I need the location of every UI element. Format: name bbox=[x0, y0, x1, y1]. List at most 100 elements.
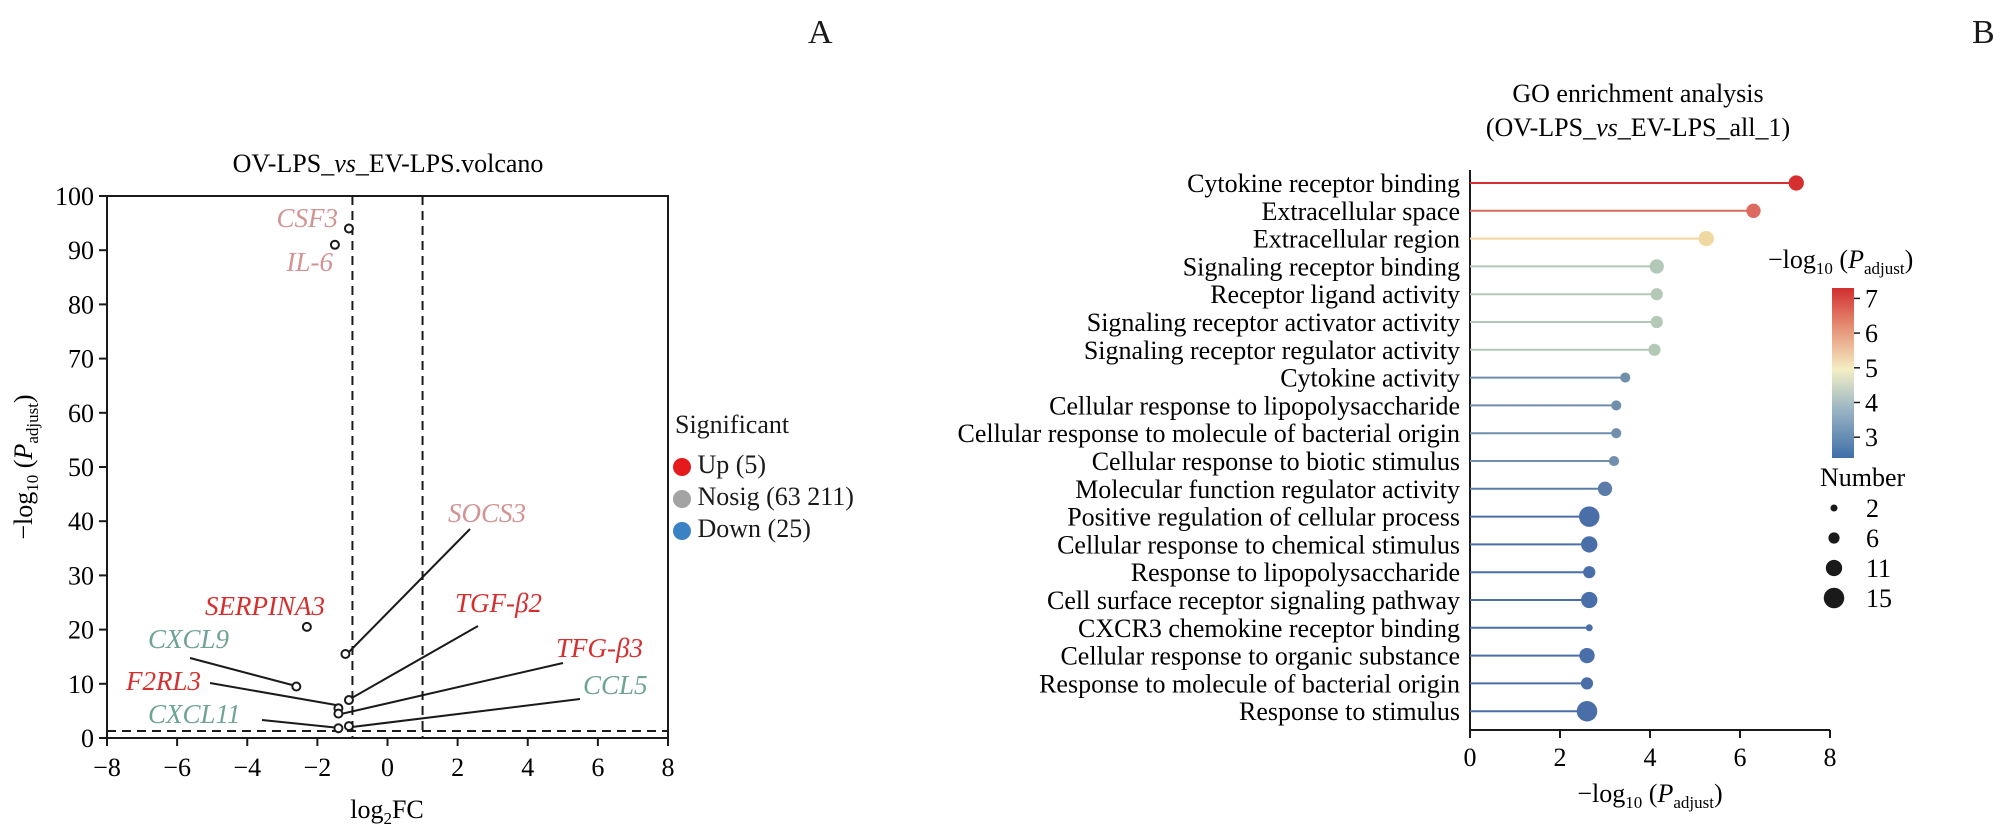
legend-label-nosig: Nosig (63 211) bbox=[697, 482, 854, 511]
gene-point bbox=[329, 239, 340, 250]
gene-point bbox=[291, 681, 302, 692]
panel-label-a: A bbox=[808, 14, 833, 51]
go-dot bbox=[1620, 372, 1631, 383]
go-dot bbox=[1583, 566, 1596, 579]
gene-label: CSF3 bbox=[276, 203, 338, 233]
go-dot bbox=[1597, 481, 1613, 496]
volcano-y-axis-label: −log10 (Padjust) bbox=[9, 394, 42, 539]
legend-label-up: Up (5) bbox=[697, 450, 767, 479]
gene-label-leader bbox=[346, 528, 471, 655]
y-tick-label: 90 bbox=[68, 236, 94, 265]
go-term-label: Extracellular space bbox=[1262, 197, 1461, 226]
go-dot bbox=[1580, 677, 1594, 690]
x-tick-label: −2 bbox=[304, 753, 332, 782]
volcano-x-axis-label: log2FC bbox=[350, 795, 424, 828]
x-tick-label: 8 bbox=[662, 753, 675, 782]
gene-label: F2RL3 bbox=[125, 666, 201, 696]
go-term-label: Signaling receptor activator activity bbox=[1087, 308, 1460, 337]
size-legend-label: 15 bbox=[1866, 584, 1892, 613]
go-dot bbox=[1611, 428, 1622, 439]
go-dot bbox=[1650, 288, 1663, 301]
size-legend-dot bbox=[1825, 559, 1843, 577]
gene-label: SOCS3 bbox=[448, 498, 526, 528]
go-enrichment-plot: GO enrichment analysis (OV-LPS_vs_EV-LPS… bbox=[958, 79, 1914, 812]
go-term-label: Signaling receptor binding bbox=[1183, 252, 1460, 281]
size-legend-label: 11 bbox=[1866, 554, 1891, 583]
y-tick-label: 10 bbox=[68, 670, 94, 699]
go-term-label: Cellular response to molecule of bacteri… bbox=[958, 419, 1461, 448]
gene-label-leader bbox=[209, 682, 337, 706]
gene-label: TGF-β2 bbox=[455, 588, 542, 618]
colorbar-tick-label: 3 bbox=[1865, 423, 1878, 452]
go-term-label: Cell surface receptor signaling pathway bbox=[1047, 586, 1460, 615]
legend-item-up: Up (5) bbox=[673, 450, 766, 480]
size-legend-dot bbox=[1823, 587, 1845, 609]
go-x-tick-label: 2 bbox=[1554, 743, 1567, 772]
go-term-label: Signaling receptor regulator activity bbox=[1084, 336, 1460, 365]
gene-label: CCL5 bbox=[583, 670, 648, 700]
go-term-label: Positive regulation of cellular process bbox=[1067, 503, 1460, 532]
gene-points bbox=[291, 223, 354, 734]
y-tick-label: 100 bbox=[55, 182, 94, 211]
colorbar-tick-label: 7 bbox=[1865, 284, 1878, 313]
colorbar-tick-label: 5 bbox=[1865, 354, 1878, 383]
size-legend-dot bbox=[1828, 532, 1840, 544]
go-dot bbox=[1746, 203, 1761, 218]
gene-point bbox=[343, 223, 354, 234]
gene-point bbox=[301, 621, 312, 632]
volcano-title: OV-LPS_vs_EV-LPS.volcano bbox=[233, 149, 544, 178]
gene-label: SERPINA3 bbox=[205, 591, 325, 621]
y-tick-label: 30 bbox=[68, 561, 94, 590]
gene-point bbox=[343, 695, 354, 706]
go-term-label: Cytokine receptor binding bbox=[1187, 169, 1460, 198]
volcano-legend-title: Significant bbox=[675, 410, 790, 439]
go-term-label: Response to molecule of bacterial origin bbox=[1039, 669, 1460, 698]
colorbar bbox=[1832, 288, 1854, 458]
go-term-label: Cellular response to chemical stimulus bbox=[1057, 530, 1460, 559]
gene-point bbox=[333, 708, 344, 719]
x-tick-label: 4 bbox=[521, 753, 534, 782]
go-term-label: Extracellular region bbox=[1253, 225, 1460, 254]
y-tick-label: 40 bbox=[68, 507, 94, 536]
go-dot bbox=[1650, 315, 1663, 329]
go-dot bbox=[1585, 624, 1593, 632]
gene-label-leader bbox=[340, 662, 564, 715]
gene-label-leader bbox=[261, 719, 341, 729]
x-tick-label: 2 bbox=[451, 753, 464, 782]
go-term-label: Cytokine activity bbox=[1280, 364, 1460, 393]
y-tick-label: 50 bbox=[68, 453, 94, 482]
go-dot bbox=[1576, 700, 1598, 722]
go-dot bbox=[1611, 400, 1622, 411]
go-term-label: Response to stimulus bbox=[1239, 697, 1460, 726]
go-x-tick-label: 0 bbox=[1464, 743, 1477, 772]
gene-labels: CSF3IL-6SOCS3SERPINA3CXCL9TGF-β2F2RL3TFG… bbox=[125, 203, 648, 729]
x-tick-label: −8 bbox=[93, 753, 121, 782]
go-term-label: Cellular response to organic substance bbox=[1060, 642, 1460, 671]
gene-label-leader bbox=[351, 698, 581, 728]
size-legend-title: Number bbox=[1820, 463, 1906, 492]
go-dot bbox=[1608, 455, 1620, 467]
go-dot bbox=[1649, 259, 1664, 274]
go-term-label: Cellular response to biotic stimulus bbox=[1092, 447, 1460, 476]
gene-label-leader bbox=[189, 657, 297, 687]
go-dot bbox=[1648, 343, 1661, 356]
gene-label-leader bbox=[349, 625, 479, 700]
go-title-line2: (OV-LPS_vs_EV-LPS_all_1) bbox=[1486, 113, 1790, 142]
legend-swatch-up bbox=[673, 458, 691, 477]
gene-label: TFG-β3 bbox=[556, 633, 643, 663]
panel-label-b: B bbox=[1972, 14, 1995, 51]
gene-point bbox=[333, 723, 344, 734]
size-legend-label: 2 bbox=[1866, 494, 1879, 523]
go-term-label: Receptor ligand activity bbox=[1210, 280, 1460, 309]
go-x-tick-label: 8 bbox=[1824, 743, 1837, 772]
gene-label: IL-6 bbox=[286, 247, 334, 277]
gene-label: CXCL11 bbox=[148, 699, 241, 729]
go-term-label: Response to lipopolysaccharide bbox=[1131, 558, 1460, 587]
y-tick-label: 0 bbox=[81, 724, 94, 753]
legend-swatch-down bbox=[673, 522, 691, 541]
